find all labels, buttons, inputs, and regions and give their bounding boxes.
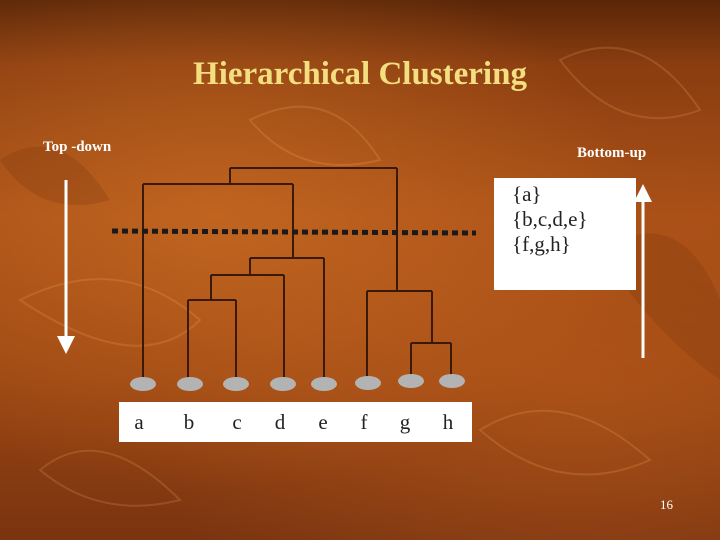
leaf-node-f	[355, 376, 381, 390]
merge-b-c	[187, 299, 237, 380]
top-down-label: Top -down	[43, 139, 112, 155]
leaf-nodes	[130, 374, 465, 391]
leaf-label-d: d	[274, 410, 286, 434]
merge-bcd-e	[249, 257, 325, 380]
cluster-item: {f,g,h}	[512, 232, 571, 256]
leaf-node-c	[223, 377, 249, 391]
leaf-label-g: g	[399, 410, 411, 434]
leaf-node-e	[311, 377, 337, 391]
slide-title: Hierarchical Clustering	[193, 56, 527, 92]
leaf-label-h: h	[442, 410, 454, 434]
merge-bc-d	[210, 274, 285, 380]
leaf-node-g	[398, 374, 424, 388]
leaf-label-a: a	[134, 410, 144, 434]
page-number: 16	[660, 497, 673, 512]
cluster-item: {b,c,d,e}	[512, 207, 588, 231]
merge-a-bcde	[142, 183, 294, 380]
dendrogram-branches	[142, 167, 452, 380]
merge-f-gh	[366, 290, 433, 380]
top-down-arrow	[57, 180, 75, 354]
leaf-label-e: e	[318, 410, 328, 434]
bottom-up-arrow	[634, 184, 652, 358]
leaf-label-f: f	[360, 410, 368, 434]
cluster-item: {a}	[512, 182, 542, 206]
root-merge	[229, 167, 398, 291]
cluster-result-box: {a} {b,c,d,e} {f,g,h}	[494, 178, 636, 290]
cluster-cut-line	[111, 228, 477, 236]
leaf-label-b: b	[183, 410, 195, 434]
leaf-label-strip	[119, 402, 472, 442]
bottom-up-label: Bottom-up	[577, 145, 647, 161]
leaf-node-d	[270, 377, 296, 391]
leaf-node-b	[177, 377, 203, 391]
merge-g-h	[410, 342, 452, 380]
leaf-node-a	[130, 377, 156, 391]
leaf-node-h	[439, 374, 465, 388]
leaf-label-c: c	[232, 410, 242, 434]
